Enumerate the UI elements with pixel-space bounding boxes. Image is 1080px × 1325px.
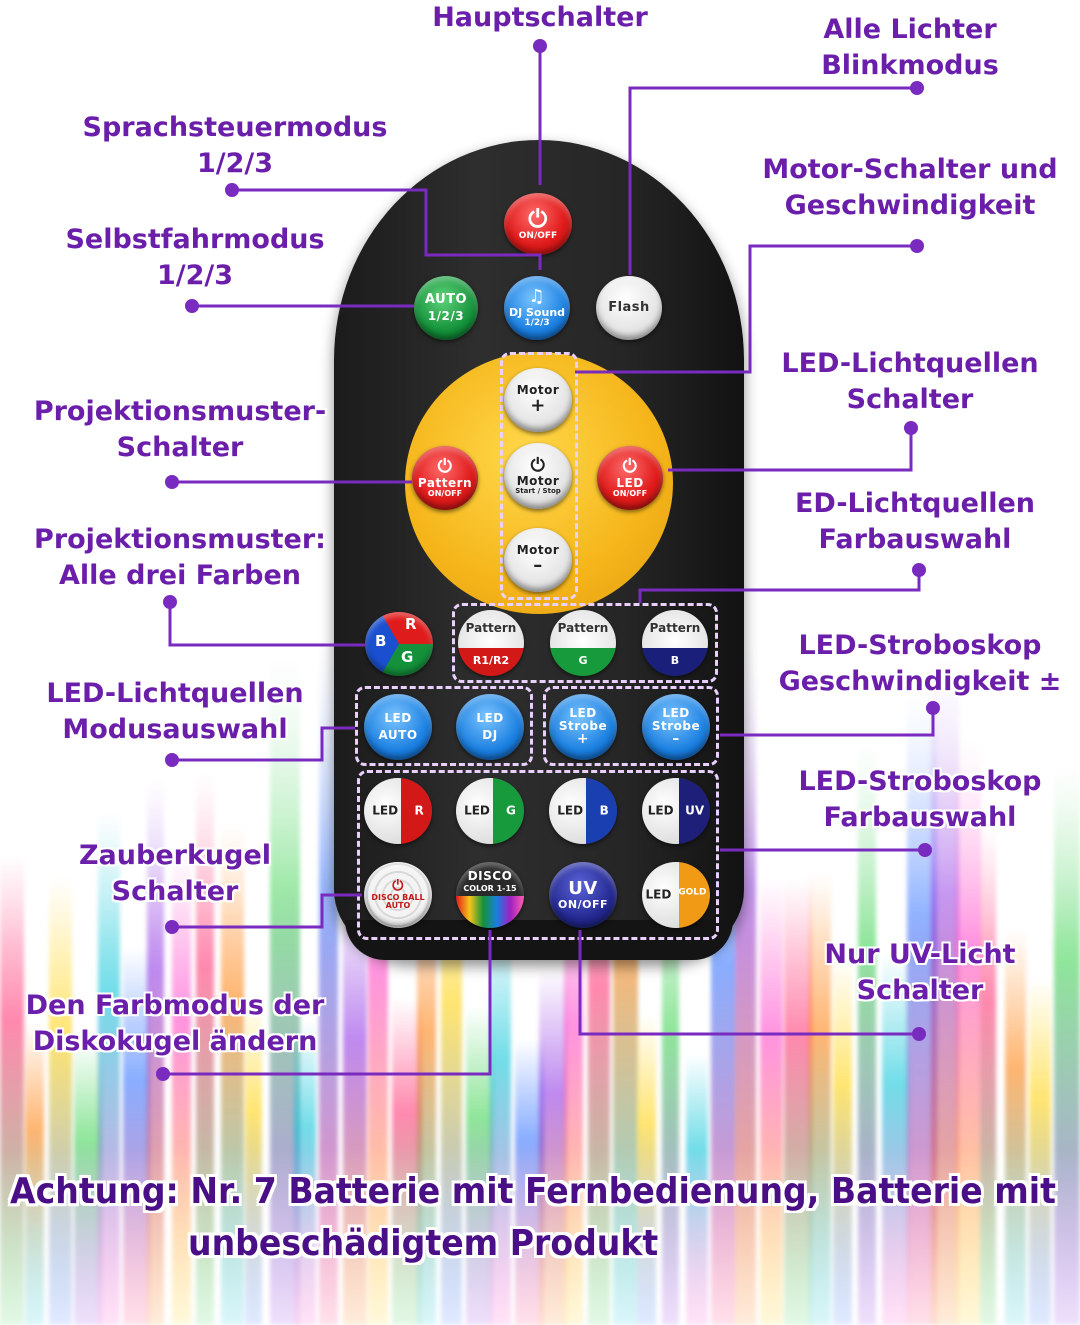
label-led-modusauswahl: LED-Lichtquellen Modusauswahl [46,678,304,745]
warning-line-2: unbeschädigtem Produkt [188,1223,659,1264]
label-projektionsmuster-farben: Projektionsmuster: Alle drei Farben [34,524,326,591]
strobe-minus-button[interactable]: LED Strobe – [642,694,710,760]
led-on-off-button[interactable]: ⏻ LED ON/OFF [597,446,663,510]
pattern-b-button[interactable]: Pattern B [642,610,708,676]
label-strobo-farbauswahl: LED-Stroboskop Farbauswahl [798,766,1042,833]
auto-mode-button[interactable]: AUTO 1/2/3 [414,276,478,340]
power-icon: ⏻ [392,878,404,895]
label-sprachsteuermodus: Sprachsteuermodus 1/2/3 [82,112,388,179]
motor-start-stop-button[interactable]: ⏻ Motor Start / Stop [504,443,572,509]
warning-line-1: Achtung: Nr. 7 Batterie mit Fernbedienun… [10,1171,1056,1212]
label-hauptschalter: Hauptschalter [432,2,648,33]
pattern-g-button[interactable]: Pattern G [550,610,616,676]
power-icon: ⏻ [528,204,548,233]
label-strobo-geschwindigkeit: LED-Stroboskop Geschwindigkeit ± [778,630,1062,697]
motor-button-group [500,352,578,600]
power-button[interactable]: ⏻ ON/OFF [504,193,572,255]
label-zauberkugel: Zauberkugel Schalter [78,840,272,907]
strobe-color-group [357,770,719,940]
dj-sound-button[interactable]: ♫ DJ Sound 1/2/3 [504,276,570,340]
label-led-schalter: LED-Lichtquellen Schalter [781,348,1039,415]
strobe-plus-button[interactable]: LED Strobe + [549,694,617,760]
label-alle-lichter: Alle Lichter Blinkmodus [821,14,999,81]
disco-color-button[interactable]: DISCO COLOR 1-15 [456,862,524,928]
rgb-pattern-button[interactable]: R G B [365,612,433,676]
motor-plus-button[interactable]: Motor + [504,368,572,432]
pattern-on-off-button[interactable]: ⏻ Pattern ON/OFF [412,446,478,510]
music-note-icon: ♫ [528,286,546,308]
power-icon: ⏻ [622,456,638,478]
flash-button[interactable]: Flash [596,276,662,340]
pattern-color-group [452,603,718,683]
label-ed-farbauswahl: ED-Lichtquellen Farbauswahl [794,488,1036,555]
power-icon: ⏻ [530,454,546,476]
background-fade-bottom [0,1150,1080,1325]
strobe-speed-group [543,686,719,766]
label-projektionsmuster-schalter: Projektionsmuster- Schalter [33,396,327,463]
motor-minus-button[interactable]: Motor – [504,528,572,592]
disco-ball-button[interactable]: ⏻ DISCO BALL AUTO [364,862,432,928]
led-dj-button[interactable]: LED DJ [456,694,524,760]
pattern-r-button[interactable]: Pattern R1/R2 [458,610,524,676]
label-farbmodus: Den Farbmodus der Diskokugel ändern [25,990,325,1057]
power-icon: ⏻ [437,456,453,478]
label-selbstfahrmodus: Selbstfahrmodus 1/2/3 [65,224,325,291]
led-mode-group [355,686,533,766]
label-motor-schalter: Motor-Schalter und Geschwindigkeit [762,154,1058,221]
led-auto-button[interactable]: LED AUTO [364,694,432,760]
uv-on-off-button[interactable]: UV ON/OFF [549,862,617,928]
label-uv-licht: Nur UV-Licht Schalter [824,939,1016,1006]
